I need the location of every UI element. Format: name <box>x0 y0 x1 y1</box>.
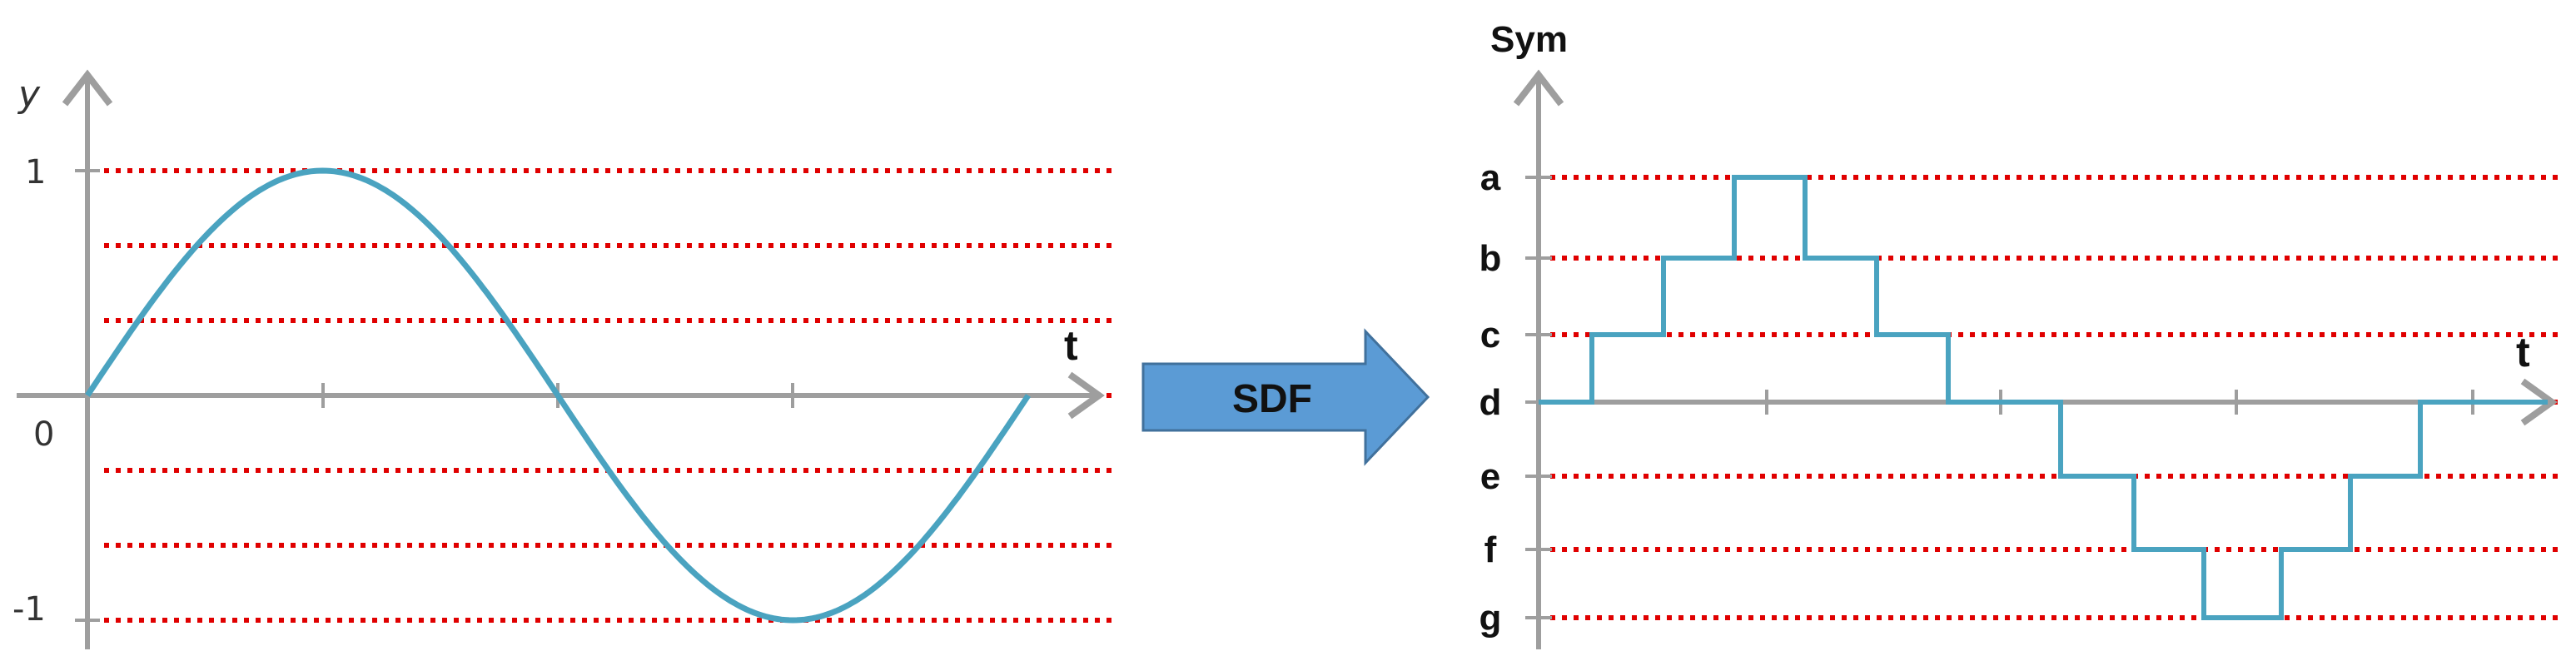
left-origin-label: 0 <box>33 415 54 454</box>
right-x-axis-arrowhead <box>2520 378 2558 426</box>
left-x-axis-arrowhead <box>1067 371 1105 420</box>
sdf-arrow-label: SDF <box>1232 377 1312 421</box>
symbol-label-g: g <box>1479 598 1502 639</box>
right-symbol-levels <box>1550 175 2560 620</box>
left-y-ticks <box>75 169 100 622</box>
sdf-arrow-shape <box>1141 328 1430 466</box>
left-sine-plot: y 0 1 -1 t <box>12 69 1116 649</box>
symbol-label-b: b <box>1479 238 1502 279</box>
sine-curve <box>85 167 1031 624</box>
symbol-label-f: f <box>1484 529 1497 570</box>
symbol-label-a: a <box>1480 157 1501 198</box>
right-x-axis-label: t <box>2516 329 2530 375</box>
symbol-label-c: c <box>1480 315 1500 355</box>
left-y-axis-label: y <box>17 73 41 116</box>
right-y-axis-label: Sym <box>1490 19 1568 60</box>
symbol-step-curve <box>1539 175 2548 620</box>
symbol-label-d: d <box>1479 382 1502 423</box>
sdf-arrow: SDF <box>1141 328 1430 466</box>
symbol-label-e: e <box>1480 456 1500 497</box>
left-y-axis-arrowhead <box>62 69 113 107</box>
left-ytick-label-1: 1 <box>25 153 46 191</box>
right-y-axis-arrowhead <box>1513 69 1564 107</box>
left-x-axis-label: t <box>1064 322 1078 369</box>
left-ytick-label-minus1: -1 <box>12 590 46 629</box>
